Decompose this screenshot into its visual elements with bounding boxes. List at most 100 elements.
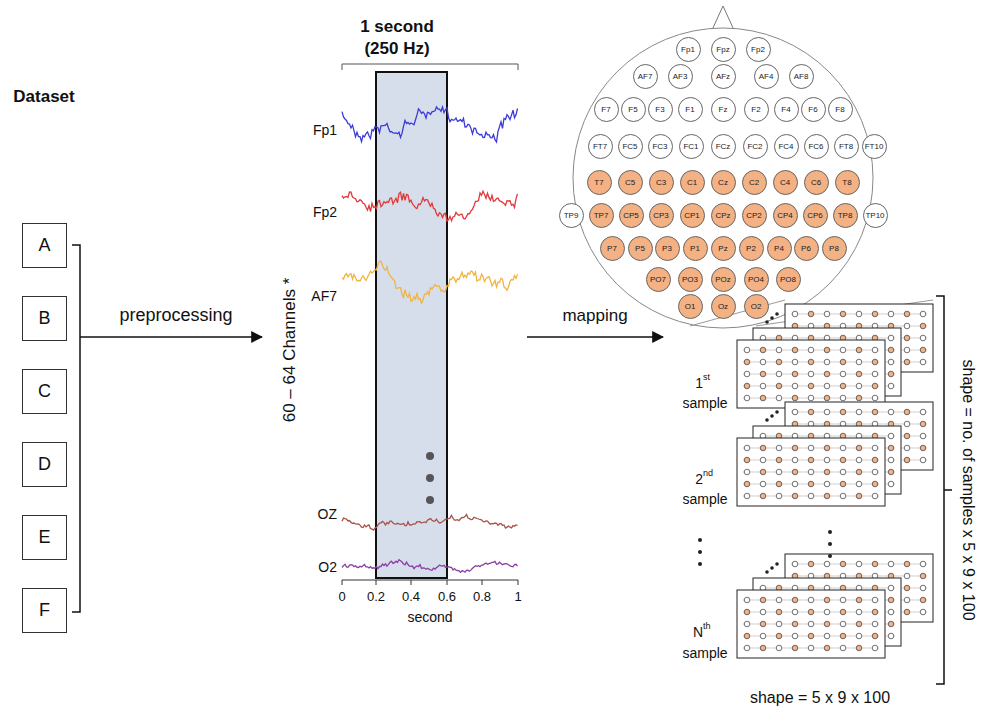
electrode: CP1 [680,203,705,228]
ellipsis-dot [426,496,434,504]
ordinal-suffix: st [703,373,710,383]
electrode: FC2 [743,134,768,159]
electrode-name: P8 [829,244,839,253]
electrode-name: C4 [780,178,790,187]
ordinal-suffix: th [703,622,711,632]
dataset-box: E [22,515,67,560]
electrode-name: AF8 [794,72,809,81]
dataset-name: E [38,527,50,548]
stack-dot [765,418,769,422]
axis-tick [482,580,483,585]
electrode: FC1 [679,134,704,159]
electrode-name: F1 [685,105,694,114]
electrode: FT10 [862,134,887,159]
dataset-box: D [22,442,67,487]
electrode-name: F5 [628,105,637,114]
electrode-name: P3 [662,244,672,253]
electrode: P6 [794,236,819,261]
electrode-name: TP7 [594,211,609,220]
electrode-name: P6 [801,244,811,253]
head-nose [712,6,734,30]
electrode-name: PO8 [780,275,796,284]
dataset-name: B [38,308,50,329]
electrode-name: AF3 [673,72,688,81]
electrode: C4 [773,170,798,195]
shape-label: shape = 5 x 9 x 100 [750,689,890,707]
window-highlight [376,72,447,578]
tick-label: 0.2 [367,590,385,604]
electrode-name: POz [715,275,731,284]
electrode: P2 [739,236,764,261]
electrode-name: PO3 [682,275,698,284]
channel-name: Fp1 [313,123,337,138]
ellipsis-dot [698,550,702,554]
electrode: Cz [711,170,736,195]
electrode-name: CPz [715,211,730,220]
stack-dot [770,316,774,320]
electrode: F1 [678,97,703,122]
electrode: O1 [678,294,703,319]
electrode: FCz [711,134,736,159]
samples-bracket [936,296,952,684]
ordinal-suffix: nd [703,469,713,479]
electrode-name: Fp1 [681,45,695,54]
electrode-name: AF4 [759,72,774,81]
electrode: Fp2 [746,37,771,62]
tick-label: 1 [514,590,521,604]
electrode-name: F8 [835,105,844,114]
electrode-name: F6 [808,105,817,114]
electrode-name: FT10 [865,142,884,151]
electrode: C3 [649,170,674,195]
stack-dot [765,320,769,324]
electrode-name: F7 [601,105,610,114]
electrode: Fp1 [676,37,701,62]
electrode: TP7 [589,203,614,228]
channel-name: O2 [318,560,337,575]
time-bracket [342,64,518,70]
electrode: TP9 [559,203,584,228]
eeg-trace [342,191,518,221]
channel-name: Fp2 [313,205,337,220]
sample-label: sample [682,396,727,411]
electrode: PO3 [678,267,703,292]
stack-dot [765,570,769,574]
ellipsis-dot [426,474,434,482]
dataset-bracket [72,245,80,612]
electrode: PO8 [776,267,801,292]
ellipsis-dot [828,542,832,546]
electrode-name: P5 [635,244,645,253]
electrode: POz [711,267,736,292]
electrode-name: Pz [718,244,727,253]
sample-stacks [737,304,933,658]
electrode: P4 [767,236,792,261]
ellipsis-dot [698,538,702,542]
electrode: CP6 [803,203,828,228]
electrode-name: Oz [718,302,728,311]
electrode-name: FC3 [652,142,667,151]
electrode: O2 [744,294,769,319]
electrode: FC6 [804,134,829,159]
electrode: Fz [711,97,736,122]
axis-title: 60 – 64 Channels * [281,278,300,423]
axis-tick [518,580,519,585]
stack-dot [775,410,779,414]
electrode-name: P2 [746,244,756,253]
electrode-name: Fz [719,105,728,114]
electrode-name: TP9 [564,211,579,220]
ellipsis-dot [698,562,702,566]
electrode-name: P7 [607,244,617,253]
electrode: C5 [618,170,643,195]
electrode-name: T8 [842,178,851,187]
electrode: PO4 [744,267,769,292]
electrode: F8 [828,97,853,122]
dataset-box: C [22,369,67,414]
electrode-name: FT8 [839,142,853,151]
dataset-box: A [22,223,67,268]
electrode-name: F4 [781,105,790,114]
eeg-traces [342,107,518,573]
electrode: F6 [801,97,826,122]
tick-label: 0.8 [473,590,491,604]
dataset-box: F [22,588,67,633]
axis-ticks [342,580,518,585]
stack-dot [770,414,774,418]
